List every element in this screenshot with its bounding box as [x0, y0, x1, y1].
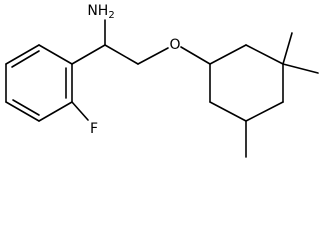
chiral-to-ch2-bond — [104, 44, 139, 65]
molecule-canvas: NH2 O F — [5, 3, 319, 158]
cyclohexane-bond-2 — [245, 44, 284, 65]
cyclohexane-ring — [209, 44, 284, 122]
cyclohexane-bond-5 — [209, 101, 247, 122]
ring-bond-2 — [5, 44, 40, 65]
ring-double-bond-2 — [12, 99, 40, 116]
ch2-to-oxygen-bond — [137, 47, 169, 65]
ring-to-chiral-bond — [71, 44, 106, 65]
gem-methyl-bond-up — [282, 32, 293, 65]
cyclohexane-bond-4 — [245, 101, 284, 122]
ring-bond-5 — [38, 101, 73, 122]
benzene-ring — [5, 44, 73, 122]
ring-to-fluorine-bond — [71, 101, 89, 121]
amine-label: NH2 — [87, 3, 114, 21]
side-chain — [71, 19, 211, 121]
ring-bond-4 — [5, 101, 40, 122]
oxygen-label: O — [169, 37, 180, 53]
gem-methyl-bond-right — [282, 63, 319, 74]
ring-bond-1 — [38, 44, 73, 65]
ring-double-bond-1 — [11, 50, 40, 68]
cyclohexane-bond-1 — [209, 44, 247, 65]
structure-diagram: NH2 O F — [5, 3, 319, 158]
oxygen-to-ring-bond — [180, 46, 211, 65]
methyl-groups — [245, 32, 319, 158]
fluorine-label: F — [90, 121, 98, 137]
